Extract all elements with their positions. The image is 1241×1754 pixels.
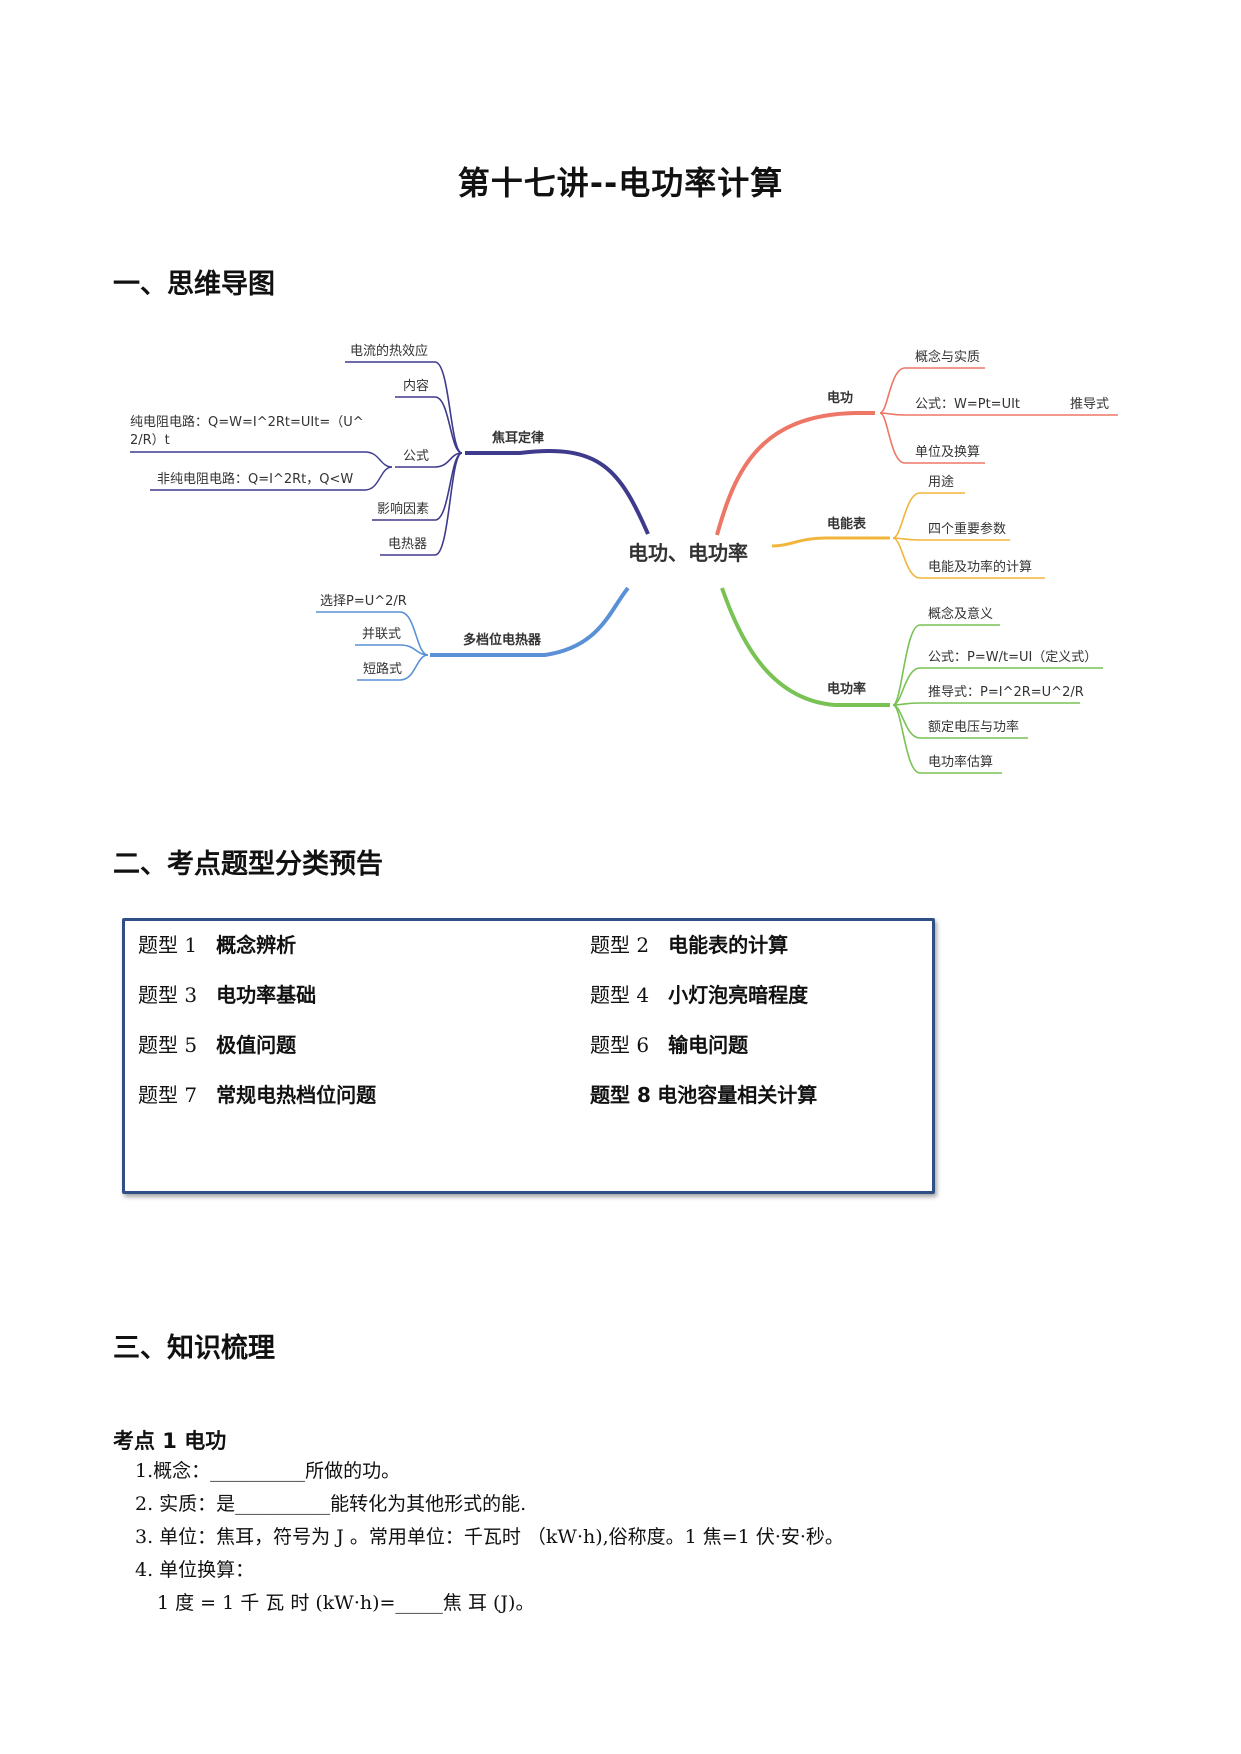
node-jiaoer: 焦耳定律 bbox=[491, 430, 544, 446]
section-heading-mindmap: 一、思维导图 bbox=[113, 269, 275, 300]
knowledge-line-5: 1 度 = 1 千 瓦 时 (kW·h)=_____焦 耳 (J)。 bbox=[157, 1592, 535, 1614]
question-type-2: 题型 2 电能表的计算 bbox=[590, 933, 789, 957]
node-diangonglv: 电功率 bbox=[827, 681, 866, 697]
node-duodang-item-1: 并联式 bbox=[362, 627, 401, 642]
node-diangong-item-2: 单位及换算 bbox=[915, 445, 980, 460]
node-diannengbiao-item-2: 电能及功率的计算 bbox=[928, 559, 1032, 575]
branch-curve-diannengbiao bbox=[771, 536, 890, 548]
node-diannengbiao-item-1: 四个重要参数 bbox=[928, 521, 1006, 537]
knowledge-line-1: 1.概念：__________所做的功。 bbox=[135, 1460, 401, 1482]
question-type-8: 题型 8 电池容量相关计算 bbox=[590, 1083, 818, 1107]
node-diangong-item-0: 概念与实质 bbox=[915, 349, 980, 365]
mindmap-center: 电功、电功率 bbox=[628, 541, 748, 565]
node-diangonglv-item-2: 推导式：P=I^2R=U^2/R bbox=[928, 685, 1084, 700]
section-heading-knowledge: 三、知识梳理 bbox=[113, 1333, 275, 1364]
knowledge-line-3: 3. 单位：焦耳，符号为 J 。常用单位：千瓦时 （kW·h),俗称度。1 焦=… bbox=[135, 1526, 844, 1548]
node-duodang-item-2: 短路式 bbox=[363, 661, 402, 677]
node-jiaoer-item-2: 公式 bbox=[403, 449, 429, 464]
question-type-5: 题型 5 极值问题 bbox=[138, 1033, 297, 1057]
node-jiaoer-item-4: 电热器 bbox=[388, 537, 427, 552]
node-diangonglv-item-3: 额定电压与功率 bbox=[928, 719, 1019, 735]
knowledge-line-2: 2. 实质：是__________能转化为其他形式的能. bbox=[135, 1493, 527, 1515]
node-jiaoer-nonpure: 非纯电阻电路：Q=I^2Rt，Q<W bbox=[157, 471, 353, 487]
section-heading-question-types: 二、考点题型分类预告 bbox=[113, 849, 383, 880]
question-type-4: 题型 4 小灯泡亮暗程度 bbox=[590, 983, 809, 1007]
mind-map: 电功、电功率 电功 概念与实质 公式：W=Pt=UIt 单位及换算 推导式 电能… bbox=[130, 343, 1118, 774]
node-jiaoer-pure-2: 2/R）t bbox=[130, 433, 170, 448]
node-diannengbiao: 电能表 bbox=[827, 516, 867, 532]
node-duodang: 多档位电热器 bbox=[463, 632, 542, 648]
question-type-6: 题型 6 输电问题 bbox=[590, 1033, 749, 1057]
branch-curve-jiaoer bbox=[465, 448, 650, 535]
node-jiaoer-item-3: 影响因素 bbox=[377, 501, 429, 517]
node-jiaoer-item-0: 电流的热效应 bbox=[350, 343, 428, 359]
branch-curve-diangong bbox=[715, 411, 875, 536]
branch-curve-diangonglv bbox=[720, 587, 890, 707]
question-type-7: 题型 7 常规电热档位问题 bbox=[138, 1083, 377, 1107]
node-diangonglv-item-1: 公式：P=W/t=UI（定义式） bbox=[928, 650, 1097, 665]
knowledge-line-4: 4. 单位换算： bbox=[135, 1559, 255, 1581]
question-type-box: 题型 1 概念辨析 题型 2 电能表的计算 题型 3 电功率基础 题型 4 小灯… bbox=[122, 918, 935, 1194]
question-type-3: 题型 3 电功率基础 bbox=[138, 983, 317, 1007]
node-diangonglv-item-0: 概念及意义 bbox=[928, 606, 993, 622]
node-jiaoer-item-1: 内容 bbox=[403, 378, 429, 394]
node-jiaoer-pure-1: 纯电阻电路：Q=W=I^2Rt=UIt=（U^ bbox=[130, 414, 364, 430]
node-diangong-item-1: 公式：W=Pt=UIt bbox=[915, 397, 1020, 412]
node-diangonglv-item-4: 电功率估算 bbox=[928, 754, 993, 770]
node-duodang-item-0: 选择P=U^2/R bbox=[320, 594, 407, 609]
branch-curve-duodang bbox=[430, 586, 630, 657]
node-diannengbiao-item-0: 用途 bbox=[928, 474, 954, 490]
page-title: 第十七讲--电功率计算 bbox=[457, 164, 784, 202]
node-diangong: 电功 bbox=[827, 390, 853, 406]
question-type-1: 题型 1 概念辨析 bbox=[138, 933, 297, 957]
knowledge-point-1-title: 考点 1 电功 bbox=[113, 1429, 227, 1453]
node-diangong-extra: 推导式 bbox=[1070, 397, 1109, 412]
